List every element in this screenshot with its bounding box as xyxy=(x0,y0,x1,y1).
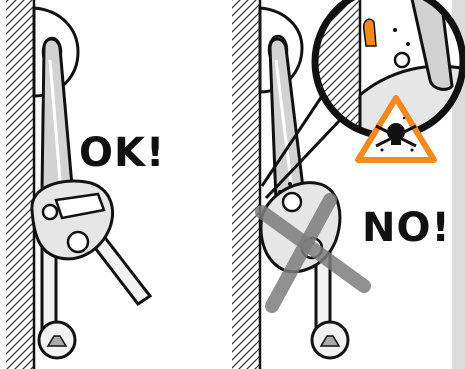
device-dot xyxy=(288,182,292,186)
device-rivet xyxy=(283,193,301,211)
wall-hatching xyxy=(6,0,34,369)
device-dot xyxy=(278,190,282,194)
panel-incorrect xyxy=(232,0,465,369)
device-pivot xyxy=(68,232,88,252)
wall-hatching xyxy=(232,0,260,369)
device-rivet xyxy=(43,205,57,219)
panel-correct xyxy=(6,0,150,369)
no-label: NO! xyxy=(362,208,451,248)
detail-orange-part xyxy=(364,19,376,46)
ok-label: OK! xyxy=(79,133,165,173)
